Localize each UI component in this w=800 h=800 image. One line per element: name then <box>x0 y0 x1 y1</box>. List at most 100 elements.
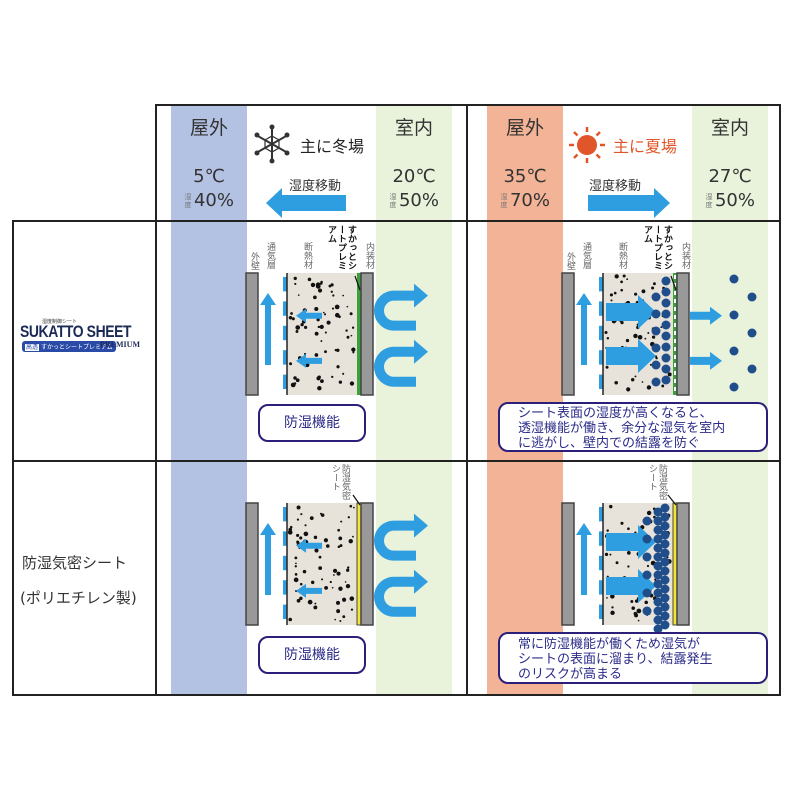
insulation <box>287 273 357 395</box>
insulation-particle <box>299 582 303 586</box>
insulation-particle <box>324 350 327 354</box>
insulation-particle <box>609 293 614 297</box>
label-interior: 内装材 <box>364 242 374 269</box>
water-droplet <box>661 331 671 341</box>
humidity-prefix: 湿度 <box>705 193 713 209</box>
indoor-droplet <box>729 274 739 284</box>
summer-outdoor-label: 屋外 <box>505 117 544 139</box>
table-border <box>12 220 781 222</box>
callout-line: に逃がし、壁内での結露を防ぐ <box>518 436 701 451</box>
insulation-particle <box>294 556 298 560</box>
insulation-particle <box>615 561 619 565</box>
insulation-particle <box>313 295 317 300</box>
insulation-particle <box>610 299 613 302</box>
row1-label-logo: 湿度制御シート SUKATTO SHEET 高透すかっとシートプレミアム PRE… <box>20 318 150 358</box>
label-vapor-barrier: 防湿気密シート <box>330 464 350 500</box>
air-layer-batten <box>599 531 603 546</box>
insulation-particle <box>296 505 301 510</box>
insulation-particle <box>345 329 348 332</box>
insulation-particle <box>651 335 656 339</box>
insulation-particle <box>644 337 647 340</box>
insulation-particle <box>296 540 300 544</box>
insulation-particle <box>318 555 322 559</box>
insulation-particle <box>287 530 293 535</box>
interior-wall <box>360 272 374 396</box>
insulation-particle <box>352 535 354 538</box>
water-droplet <box>642 552 652 562</box>
insulation-particle <box>637 334 643 340</box>
water-droplet <box>661 309 671 319</box>
sheet-perforation <box>674 275 676 279</box>
logo-badge: 高透 <box>25 344 40 351</box>
sheet-perforation <box>674 363 676 367</box>
air-layer-batten <box>599 604 603 619</box>
sheet-perforation <box>674 371 676 375</box>
water-droplet <box>651 326 661 336</box>
air-layer-batten <box>599 507 603 522</box>
insulation-particle <box>334 348 338 352</box>
insulation-particle <box>313 535 318 540</box>
callout-line: シートの表面に溜まり、結露発生 <box>518 652 713 667</box>
water-droplet <box>660 530 670 540</box>
insulation-particle <box>332 294 335 297</box>
moisture-arrow-left <box>296 583 322 598</box>
insulation-particle <box>625 338 630 343</box>
insulation-particle <box>342 615 346 619</box>
label-insulation: 断熱材 <box>617 242 627 269</box>
insulation-particle <box>646 385 652 390</box>
u-turn-arrowhead <box>414 339 428 364</box>
insulation-particle <box>352 351 355 354</box>
water-droplet <box>653 507 663 517</box>
insulation-particle <box>641 289 646 294</box>
insulation-particle <box>349 381 355 386</box>
exterior-wall <box>561 272 575 396</box>
label-interior: 内装材 <box>680 242 690 269</box>
sheet-perforation <box>674 331 676 335</box>
label-exterior-wall: 外壁 <box>249 252 259 270</box>
insulation-particle <box>314 602 317 605</box>
insulation-particle <box>314 331 319 336</box>
insulation-particle <box>318 566 323 571</box>
insulation-particle <box>349 596 355 601</box>
water-droplet <box>660 503 670 513</box>
u-turn-arrow <box>374 290 416 331</box>
water-droplet <box>661 375 671 385</box>
insulation-particle <box>606 596 608 599</box>
insulation-particle <box>320 513 325 517</box>
insulation-particle <box>344 581 347 583</box>
air-layer-batten <box>283 277 287 292</box>
air-layer-batten <box>599 325 603 341</box>
insulation-particle <box>334 618 336 621</box>
insulation-particle <box>620 288 624 292</box>
sheet-premium <box>357 273 361 395</box>
air-layer-batten <box>599 580 603 595</box>
summer-indoor-band <box>692 105 768 695</box>
insulation-particle <box>637 619 640 622</box>
insulation-particle <box>307 599 313 605</box>
moisture-arrow-left <box>296 308 322 323</box>
interior-wall <box>676 272 690 396</box>
insulation-particle <box>296 533 300 537</box>
insulation-particle <box>317 325 321 329</box>
water-droplet <box>653 561 663 571</box>
moisture-release-arrow <box>690 306 722 325</box>
water-droplet <box>660 611 670 621</box>
summer-callout-row2: 常に防湿機能が働くため湿気が シートの表面に溜まり、結露発生 のリスクが高まる <box>498 632 768 684</box>
air-layer-batten <box>599 555 603 571</box>
water-droplet <box>651 292 661 302</box>
insulation-particle <box>347 516 350 519</box>
water-droplet <box>642 588 652 598</box>
insulation-particle <box>307 277 312 282</box>
logo-main: SUKATTO SHEET <box>20 322 132 341</box>
indoor-droplet <box>747 328 757 338</box>
moisture-arrow-left <box>296 538 322 553</box>
insulation-particle <box>336 609 341 614</box>
insulation-particle <box>336 571 341 576</box>
air-flow-up-arrow <box>576 293 592 365</box>
insulation-particle <box>338 380 343 384</box>
insulation-particle <box>345 583 351 589</box>
sheet-perforation <box>674 283 676 287</box>
label-insulation: 断熱材 <box>302 242 312 269</box>
